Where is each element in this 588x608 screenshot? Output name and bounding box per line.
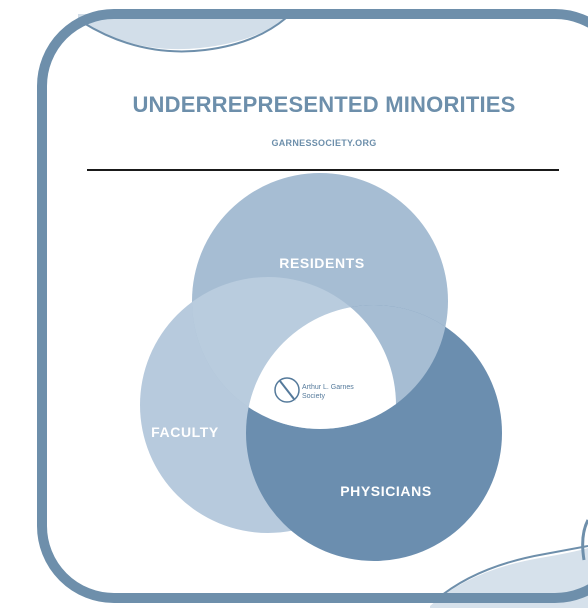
label-faculty: FACULTY xyxy=(151,424,219,440)
scalpel-circle-icon xyxy=(274,377,300,403)
logo-text-line2: Society xyxy=(302,393,325,400)
label-physicians: PHYSICIANS xyxy=(340,483,432,499)
decorative-blob-top xyxy=(78,14,292,50)
page-title: UNDERREPRESENTED MINORITIES xyxy=(132,92,516,117)
website-url: GARNESSOCIETY.ORG xyxy=(271,138,377,148)
logo-text-line1: Arthur L. Garnes xyxy=(302,384,354,391)
title-divider xyxy=(87,169,559,171)
center-intersection xyxy=(246,305,396,429)
label-residents: RESIDENTS xyxy=(279,255,365,271)
society-logo: Arthur L. Garnes Society xyxy=(274,377,354,403)
poster-frame xyxy=(37,9,588,603)
